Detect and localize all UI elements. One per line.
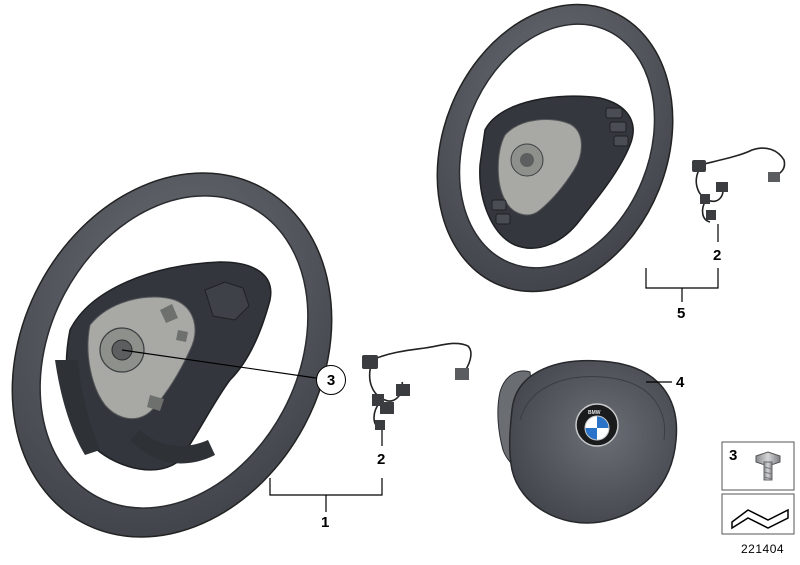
mf-buttons-right <box>605 107 629 147</box>
legend-screw-label: 3 <box>729 447 738 464</box>
steering-wheel-multifunction <box>436 3 674 293</box>
screw-icon <box>755 451 781 481</box>
wheel-armature-detail <box>147 304 188 411</box>
wiring-harness-lower <box>362 342 472 430</box>
mf-wheel-center-bore <box>520 153 534 167</box>
steering-wheel-base <box>11 172 333 538</box>
callout-5: 5 <box>677 305 686 322</box>
leader-line-3 <box>121 349 317 379</box>
bracket-lower <box>269 430 383 512</box>
callout-1: 1 <box>321 514 330 531</box>
mf-buttons-left <box>491 199 511 225</box>
wiring-harness-upper <box>692 147 786 223</box>
svg-text:BMW: BMW <box>588 410 601 416</box>
bracket-upper <box>645 224 719 302</box>
callout-3-circled: 3 <box>316 365 346 395</box>
legend-screw-box <box>721 441 795 491</box>
wheel-spoke-left <box>55 360 100 455</box>
legend-shim-box <box>721 493 795 535</box>
shim-icon <box>731 508 789 530</box>
airbag-module: BMW <box>497 359 678 524</box>
diagram-id: 221404 <box>741 542 785 556</box>
callout-4: 4 <box>676 374 685 391</box>
bmw-logo-icon: BMW <box>575 403 619 447</box>
wheel-right-spoke-detail <box>204 281 250 321</box>
airbag-seam <box>519 376 666 441</box>
callout-2-lower: 2 <box>377 451 386 468</box>
callout-3-label: 3 <box>326 371 336 389</box>
wheel-spoke-bottom <box>130 430 215 464</box>
callout-2-upper: 2 <box>713 247 722 264</box>
